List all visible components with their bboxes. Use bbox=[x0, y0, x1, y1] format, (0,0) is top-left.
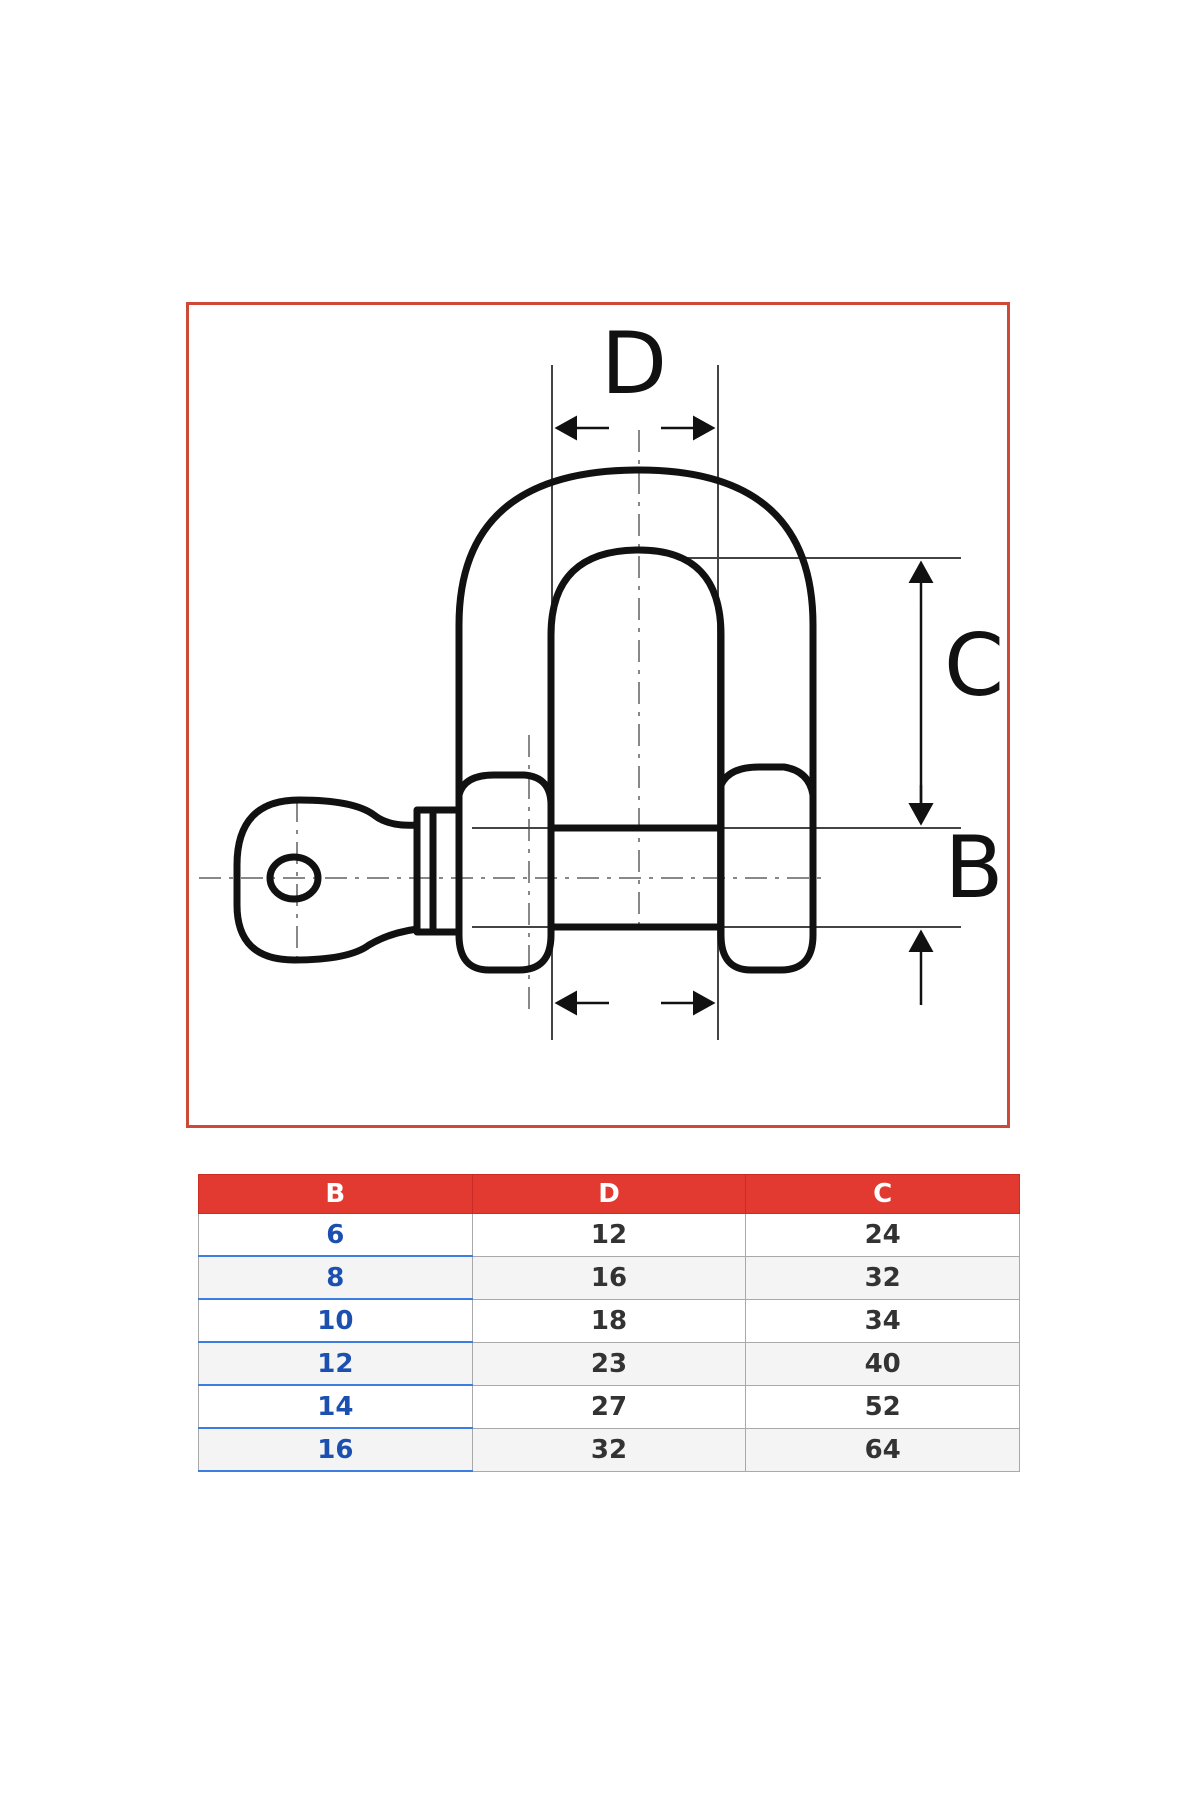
table-row: 14 27 52 bbox=[198, 1384, 1020, 1429]
cell-b: 12 bbox=[198, 1341, 473, 1386]
cell-d: 27 bbox=[471, 1384, 747, 1429]
header-c: C bbox=[745, 1174, 1020, 1214]
cell-c: 64 bbox=[745, 1427, 1020, 1472]
table-row: 10 18 34 bbox=[198, 1298, 1020, 1343]
table-header-row: B D C bbox=[198, 1174, 1020, 1214]
table-row: 16 32 64 bbox=[198, 1427, 1020, 1472]
dimension-table: B D C 6 12 24 8 16 32 10 18 34 12 23 40 … bbox=[198, 1174, 1020, 1472]
label-b: B bbox=[945, 818, 1004, 918]
extension-lines bbox=[472, 365, 961, 1040]
header-b: B bbox=[198, 1174, 473, 1214]
cell-c: 34 bbox=[745, 1298, 1020, 1343]
header-d: D bbox=[471, 1174, 747, 1214]
dimension-arrows bbox=[554, 415, 934, 1016]
cell-c: 52 bbox=[745, 1384, 1020, 1429]
cell-b: 16 bbox=[198, 1427, 473, 1472]
cell-b: 10 bbox=[198, 1298, 473, 1343]
cell-d: 16 bbox=[471, 1255, 747, 1300]
cell-b: 8 bbox=[198, 1255, 473, 1300]
cell-b: 14 bbox=[198, 1384, 473, 1429]
cell-d: 12 bbox=[471, 1213, 747, 1257]
cell-b: 6 bbox=[198, 1213, 473, 1257]
cell-c: 24 bbox=[745, 1213, 1020, 1257]
cell-c: 32 bbox=[745, 1255, 1020, 1300]
table-row: 12 23 40 bbox=[198, 1341, 1020, 1386]
cell-d: 32 bbox=[471, 1427, 747, 1472]
cell-d: 18 bbox=[471, 1298, 747, 1343]
shackle-outline bbox=[233, 466, 817, 974]
cell-d: 23 bbox=[471, 1341, 747, 1386]
cell-c: 40 bbox=[745, 1341, 1020, 1386]
table-row: 8 16 32 bbox=[198, 1255, 1020, 1300]
label-d: D bbox=[601, 314, 667, 414]
table-row: 6 12 24 bbox=[198, 1213, 1020, 1257]
label-c: C bbox=[944, 616, 1004, 716]
shackle-diagram-frame: D C B bbox=[186, 302, 1010, 1128]
d-shackle-diagram: D C B bbox=[199, 314, 1004, 1040]
